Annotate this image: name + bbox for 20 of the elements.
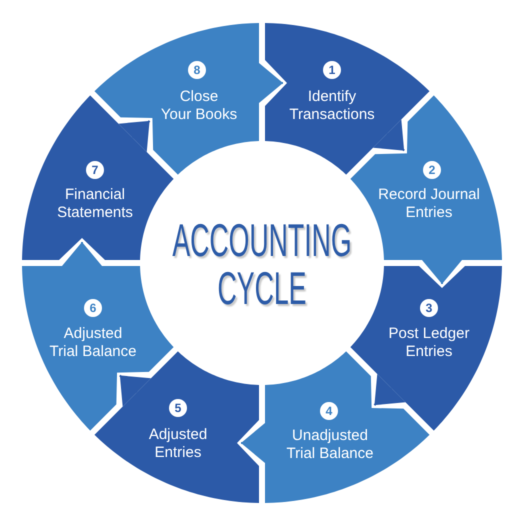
arrow bbox=[241, 423, 265, 463]
arrow bbox=[119, 374, 151, 407]
ring-segment bbox=[264, 23, 430, 175]
step-label: Post Ledger Entries bbox=[388, 325, 470, 361]
arrow bbox=[422, 260, 462, 284]
step-label: Record Journal Entries bbox=[378, 186, 480, 222]
arrow bbox=[62, 242, 102, 266]
arrow bbox=[259, 63, 283, 103]
step-label: Identify Transactions bbox=[289, 88, 375, 124]
step-label: Unadjusted Trial Balance bbox=[286, 427, 374, 463]
ring-segment bbox=[350, 265, 502, 431]
ring-segment bbox=[94, 23, 260, 175]
step-label: Close Your Books bbox=[160, 88, 238, 124]
step-label: Financial Statements bbox=[57, 186, 133, 222]
step-label: Adjusted Entries bbox=[148, 426, 208, 462]
arrow bbox=[373, 119, 405, 152]
arrow bbox=[118, 120, 150, 152]
step-label: Adjusted Trial Balance bbox=[50, 325, 136, 361]
diagram-title: ACCOUNTING CYCLE bbox=[171, 216, 353, 312]
arrow bbox=[374, 374, 406, 406]
